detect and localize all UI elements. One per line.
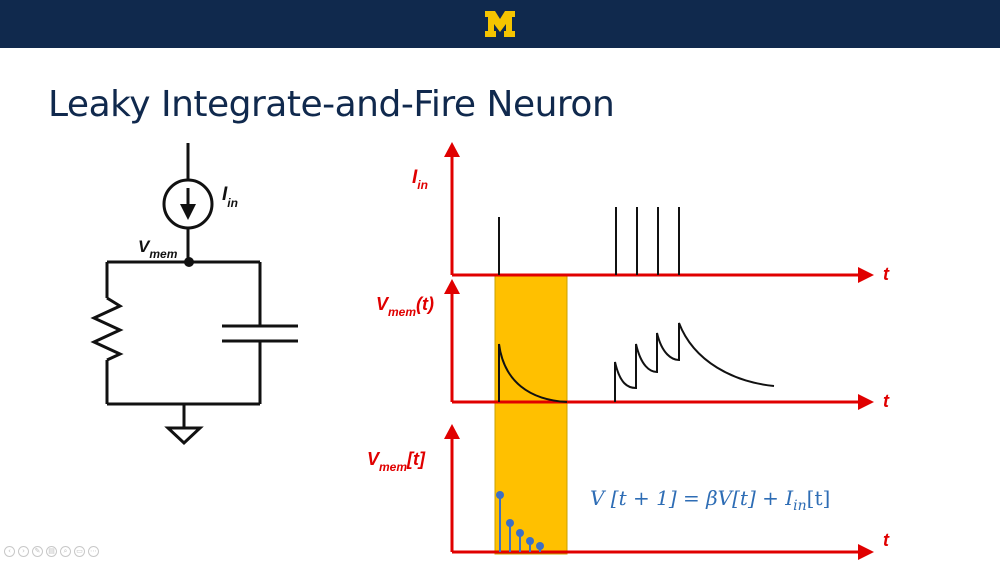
slides-icon[interactable]: ▤ [46, 546, 57, 557]
x-arrowhead-icon [858, 394, 874, 410]
subtitles-icon[interactable]: ▭ [74, 546, 85, 557]
vmem-continuous-y-label: Vmem(t) [376, 294, 434, 319]
slide-title: Leaky Integrate-and-Fire Neuron [48, 84, 615, 125]
x-arrowhead-icon [858, 267, 874, 283]
next-icon[interactable]: › [18, 546, 29, 557]
pen-icon[interactable]: ✎ [32, 546, 43, 557]
presentation-controls: ‹ › ✎ ▤ ⌕ ▭ ⋯ [4, 546, 99, 560]
vmem-decay-trace-1 [498, 343, 568, 403]
current-label: Iin [222, 184, 238, 210]
time-window-highlight [494, 274, 568, 555]
vmem-discrete-y-label: Vmem[t] [367, 449, 426, 474]
circuit-schematic [90, 143, 298, 446]
vmem-continuous-x-label: t [883, 391, 890, 411]
x-arrowhead-icon [858, 544, 874, 560]
input-spikes [498, 207, 680, 275]
ground-icon [164, 426, 204, 446]
y-arrowhead-icon [444, 142, 460, 157]
input-current-y-label: Iin [412, 167, 428, 192]
membrane-potential-continuous-plot: Vmem(t) t [376, 279, 890, 411]
discrete-stems [496, 491, 544, 552]
lif-equation: V [t + 1] = βV[t] + Iin[t] [590, 486, 830, 514]
input-current-plot: Iin t [412, 142, 890, 284]
vmem-discrete-x-label: t [883, 530, 890, 550]
zoom-icon[interactable]: ⌕ [60, 546, 71, 557]
current-arrow-icon [180, 188, 196, 220]
y-arrowhead-icon [444, 279, 460, 294]
prev-icon[interactable]: ‹ [4, 546, 15, 557]
input-current-x-label: t [883, 264, 890, 284]
vmem-label: Vmem [138, 237, 178, 261]
more-icon[interactable]: ⋯ [88, 546, 99, 557]
y-arrowhead-icon [444, 424, 460, 439]
university-logo [485, 11, 515, 37]
top-bar [0, 0, 1000, 48]
vmem-node [184, 257, 194, 267]
resistor-icon [90, 296, 124, 362]
vmem-decay-trace-2 [614, 322, 775, 402]
membrane-potential-discrete-plot: Vmem[t] t [367, 424, 890, 560]
